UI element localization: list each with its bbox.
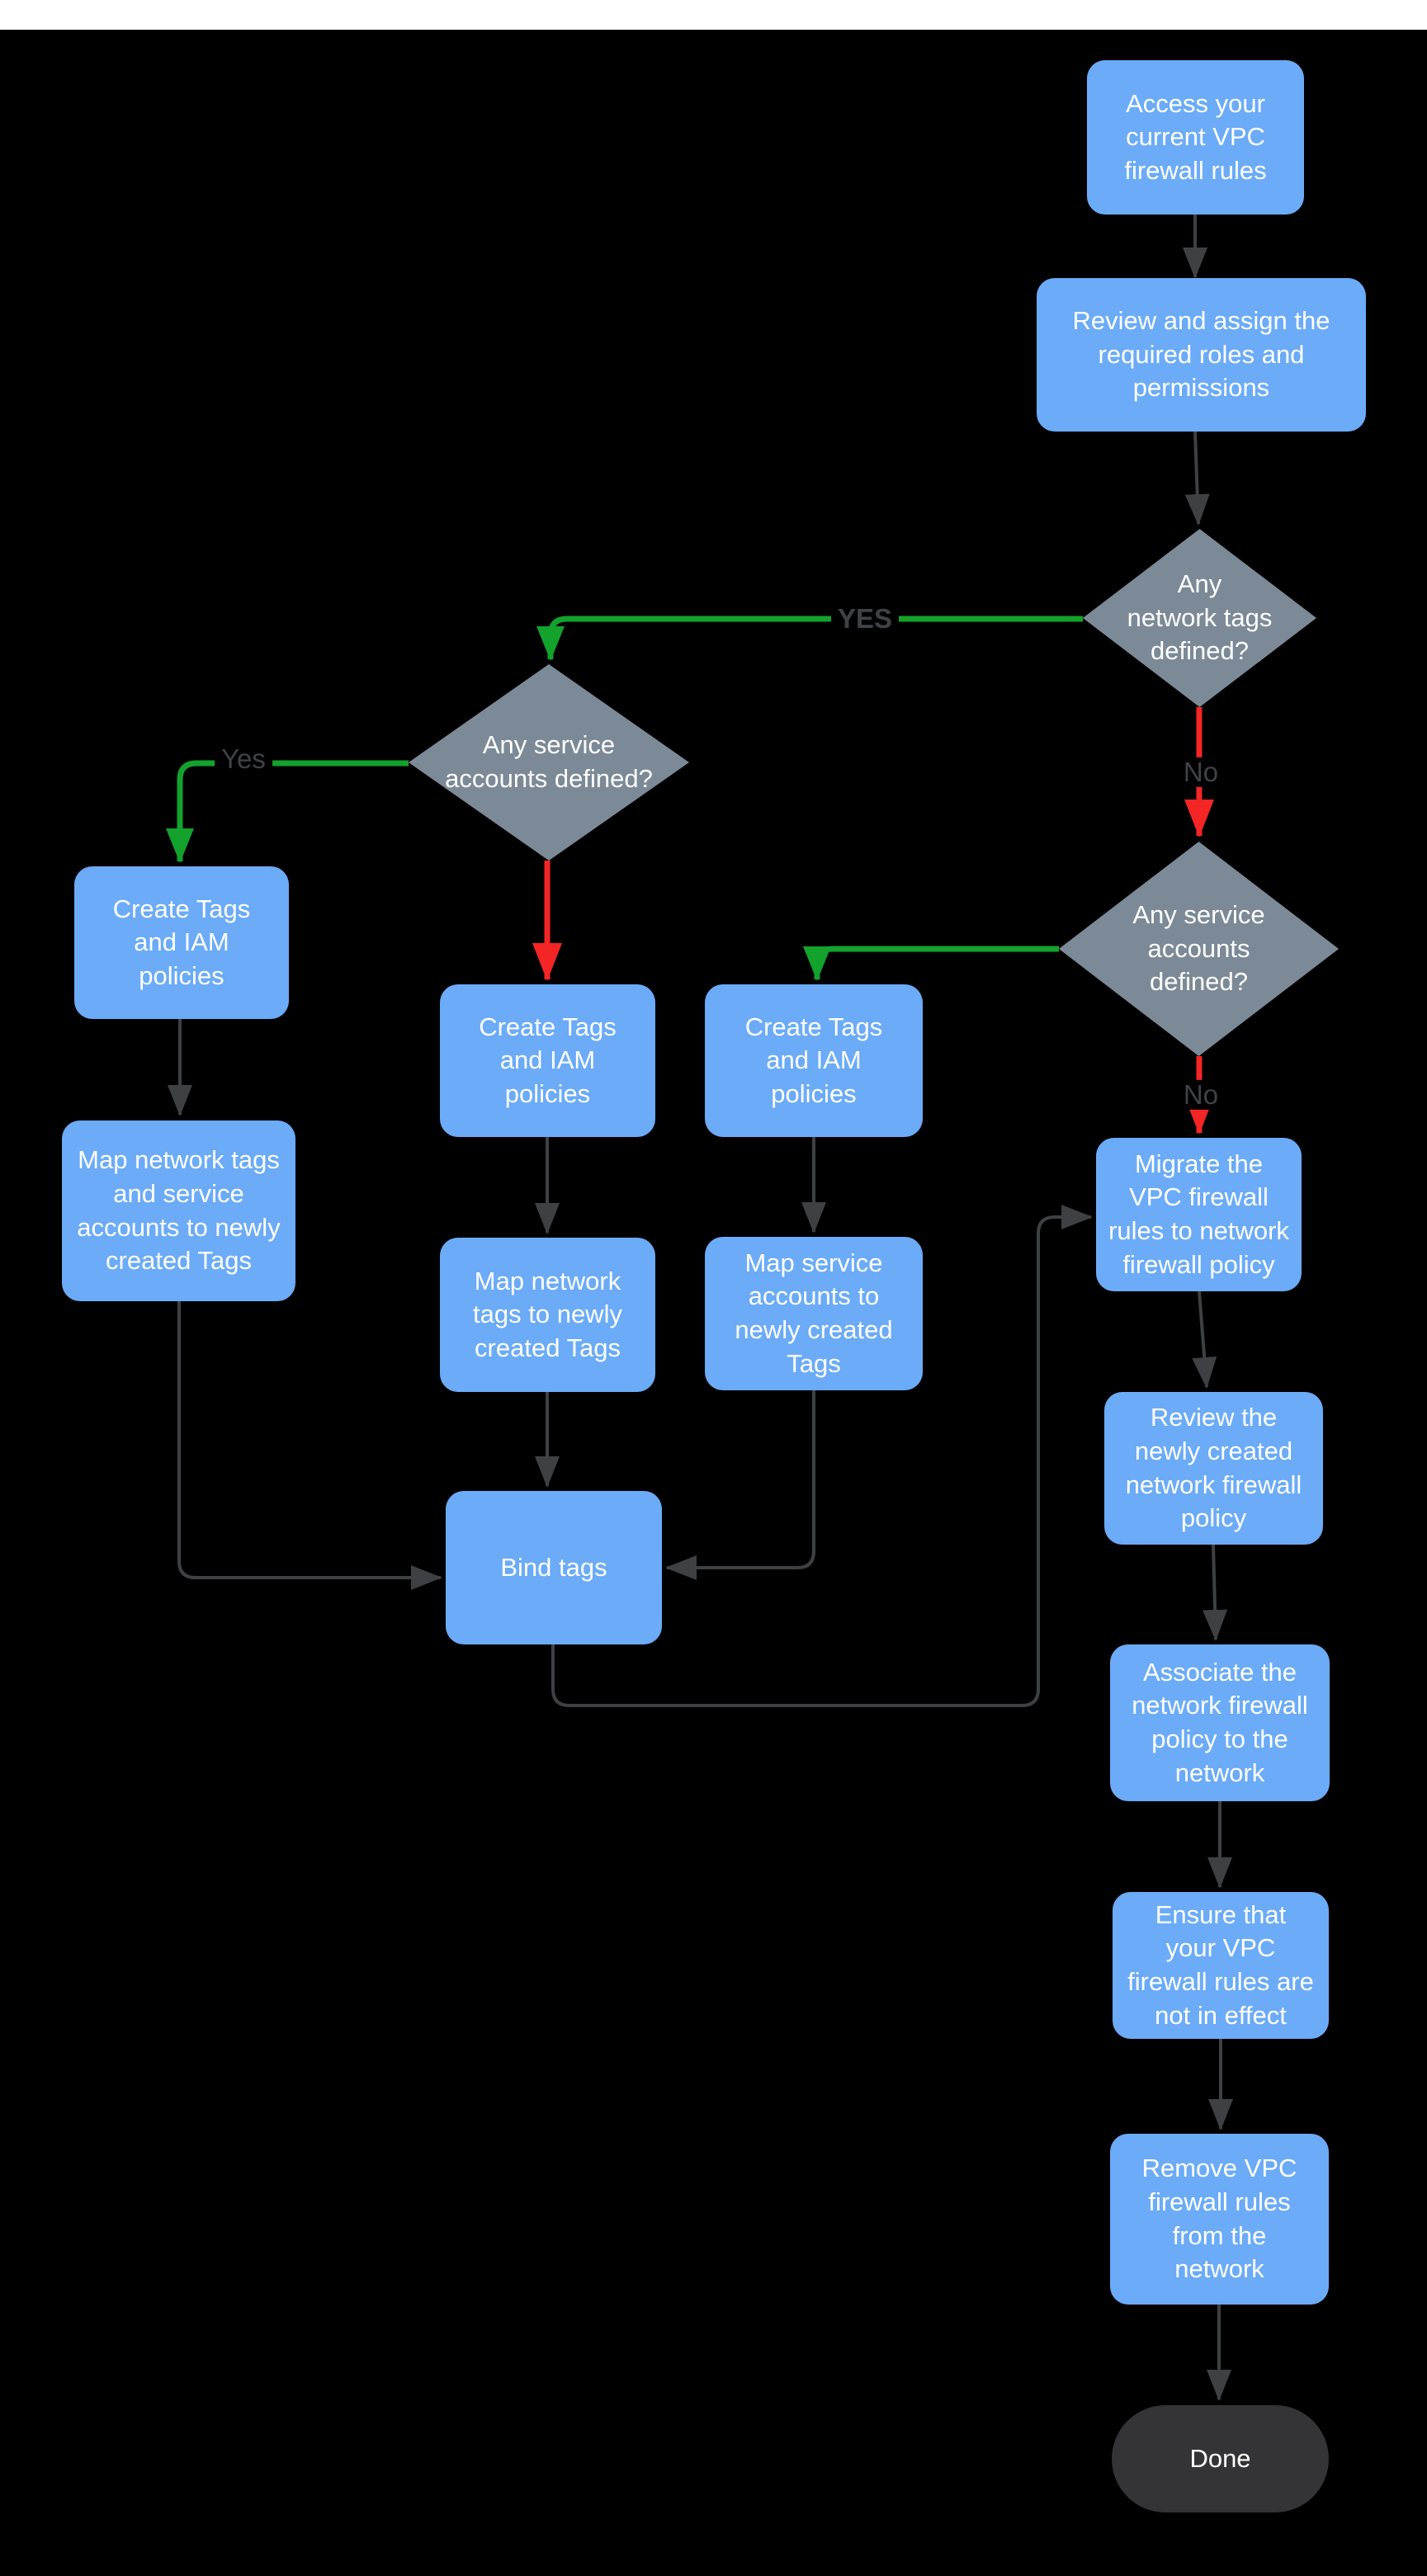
node-create-tags-iam-right: Create Tags and IAM policies <box>705 984 923 1137</box>
decision-any-service-accounts-right: Any service accounts defined? <box>1059 842 1339 1056</box>
node-review-assign-roles-label: Review and assign the required roles and… <box>1072 306 1330 403</box>
node-associate-policy-to-network: Associate the network firewall policy to… <box>1110 1644 1330 1801</box>
edge-review-policy-to-associate <box>1203 1544 1228 1641</box>
edge-yes-service-accounts-left <box>166 760 409 863</box>
decision-any-service-accounts-left: Any service accounts defined? <box>409 664 689 861</box>
label-no-1: No <box>1176 757 1226 788</box>
node-migrate-vpc-firewall-rules-label: Migrate the VPC firewall rules to networ… <box>1108 1149 1289 1279</box>
edge-map1-to-bind <box>177 1301 442 1590</box>
label-yes: Yes <box>215 743 272 775</box>
decision-any-service-accounts-right-label: Any service accounts defined? <box>1132 900 1265 997</box>
label-no-2: No <box>1176 1079 1226 1111</box>
node-map-network-tags-label: Map network tags to newly created Tags <box>473 1266 622 1362</box>
top-white-band <box>0 0 1427 30</box>
edge-migrate-to-review-policy <box>1192 1290 1217 1389</box>
node-done: Done <box>1112 2405 1329 2512</box>
node-access-vpc-firewall-rules-label: Access your current VPC firewall rules <box>1124 88 1267 185</box>
node-bind-tags-label: Bind tags <box>500 1552 607 1582</box>
node-create-tags-iam-middle: Create Tags and IAM policies <box>440 984 655 1137</box>
node-associate-policy-to-network-label: Associate the network firewall policy to… <box>1132 1657 1308 1787</box>
node-review-network-firewall-policy: Review the newly created network firewal… <box>1104 1392 1323 1545</box>
label-yes-uppercase: YES <box>830 603 900 635</box>
edge-map3-to-bind <box>665 1390 815 1580</box>
node-access-vpc-firewall-rules: Access your current VPC firewall rules <box>1087 60 1304 215</box>
edge-yes-service-accounts-right <box>803 946 1059 981</box>
node-create-tags-iam-right-label: Create Tags and IAM policies <box>744 1012 883 1108</box>
node-map-network-tags: Map network tags to newly created Tags <box>440 1238 655 1392</box>
node-ensure-rules-not-in-effect-label: Ensure that your VPC firewall rules are … <box>1127 1899 1314 2030</box>
node-map-service-accounts: Map service accounts to newly created Ta… <box>705 1237 923 1390</box>
edge-yes-network-tags <box>536 616 1083 661</box>
edge-review-to-network-tags-decision <box>1184 431 1210 526</box>
node-done-label: Done <box>1189 2443 1251 2473</box>
node-bind-tags: Bind tags <box>446 1491 662 1644</box>
node-create-tags-iam-left-label: Create Tags and IAM policies <box>112 894 251 990</box>
node-remove-vpc-firewall-rules-label: Remove VPC firewall rules from the netwo… <box>1141 2154 1297 2284</box>
node-create-tags-iam-middle-label: Create Tags and IAM policies <box>479 1012 617 1108</box>
node-review-network-firewall-policy-label: Review the newly created network firewal… <box>1125 1403 1302 1533</box>
node-migrate-vpc-firewall-rules: Migrate the VPC firewall rules to networ… <box>1096 1138 1302 1291</box>
node-remove-vpc-firewall-rules: Remove VPC firewall rules from the netwo… <box>1110 2134 1329 2305</box>
decision-any-service-accounts-left-label: Any service accounts defined? <box>445 730 653 793</box>
decision-any-network-tags: Any network tags defined? <box>1083 529 1316 707</box>
node-ensure-rules-not-in-effect: Ensure that your VPC firewall rules are … <box>1113 1892 1329 2039</box>
node-map-service-accounts-label: Map service accounts to newly created Ta… <box>735 1248 893 1378</box>
node-review-assign-roles: Review and assign the required roles and… <box>1037 278 1366 432</box>
node-map-network-tags-and-service-accounts-label: Map network tags and service accounts to… <box>77 1145 281 1276</box>
node-map-network-tags-and-service-accounts: Map network tags and service accounts to… <box>62 1121 295 1301</box>
decision-any-network-tags-label: Any network tags defined? <box>1127 569 1273 666</box>
node-create-tags-iam-left: Create Tags and IAM policies <box>74 866 289 1019</box>
